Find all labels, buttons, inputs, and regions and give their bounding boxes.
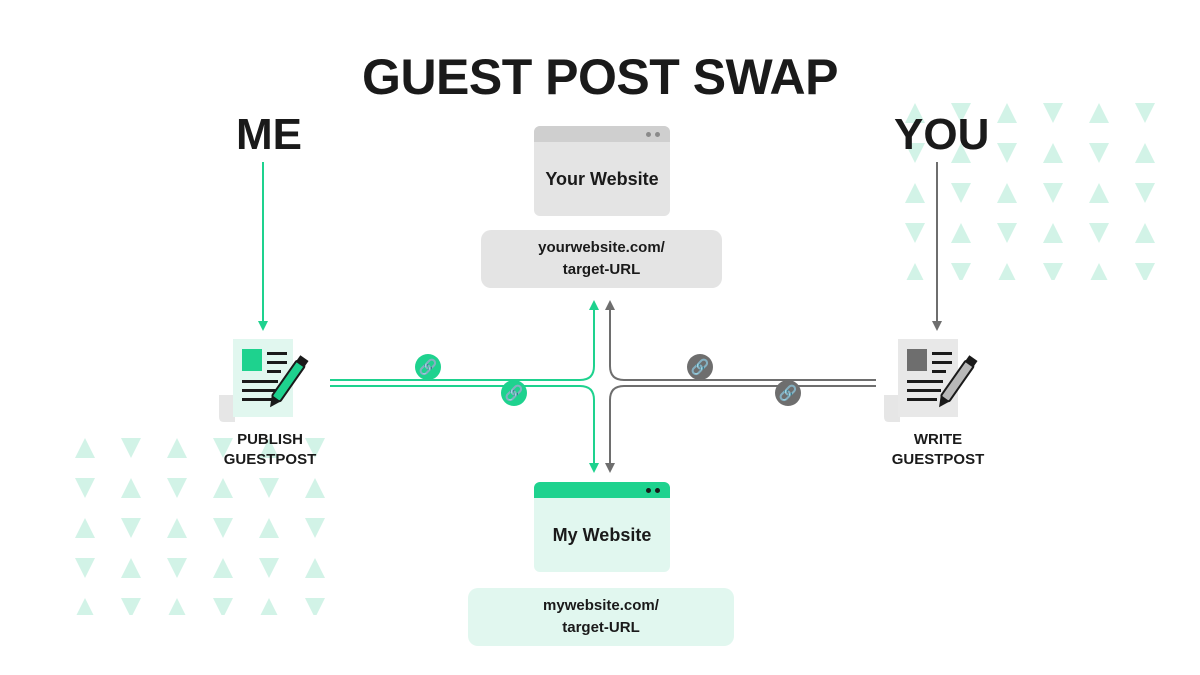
triangle-decoration: [1089, 223, 1109, 243]
triangle-decoration: [997, 143, 1017, 163]
green-line-up: [330, 300, 599, 381]
triangle-decoration: [1089, 143, 1109, 163]
publish-guestpost-caption: PUBLISH GUESTPOST: [205, 430, 335, 470]
browser-bar: [534, 126, 670, 142]
publish-caption-line1: PUBLISH: [237, 431, 303, 448]
you-label: YOU: [894, 110, 990, 159]
triangle-decoration: [905, 103, 925, 123]
triangle-decoration: [75, 438, 95, 458]
triangle-decoration: [1135, 223, 1155, 243]
triangle-decoration: [1089, 103, 1109, 123]
triangle-decoration: [121, 558, 141, 578]
triangle-decoration: [1043, 143, 1063, 163]
triangle-decoration: [951, 183, 971, 203]
triangle-decoration: [167, 518, 187, 538]
triangle-decoration: [121, 518, 141, 538]
triangle-decoration: [1090, 263, 1108, 280]
triangle-decoration: [213, 518, 233, 538]
window-dot-icon: [646, 488, 651, 493]
triangle-decoration: [305, 478, 325, 498]
triangle-decoration: [259, 438, 279, 458]
triangle-decoration: [1135, 103, 1155, 123]
triangle-decoration: [305, 558, 325, 578]
triangle-decoration: [168, 598, 186, 615]
triangle-decoration: [1043, 103, 1063, 123]
triangle-decoration: [906, 263, 924, 280]
window-dot-icon: [655, 132, 660, 137]
document-pen-icon: [219, 339, 309, 422]
triangle-decoration: [213, 558, 233, 578]
my-target-url: mywebsite.com/ target-URL: [468, 588, 734, 646]
triangle-pattern-left: [75, 438, 325, 615]
triangle-decoration: [951, 223, 971, 243]
your-website-label: Your Website: [545, 168, 659, 189]
my-website-label: My Website: [552, 524, 652, 545]
triangle-decoration: [213, 478, 233, 498]
triangle-decoration: [905, 143, 925, 163]
link-icon: 🔗: [687, 354, 713, 380]
link-icon: 🔗: [415, 354, 441, 380]
triangle-decoration: [997, 223, 1017, 243]
triangle-decoration: [121, 478, 141, 498]
triangle-decoration: [260, 598, 278, 615]
triangle-decoration: [259, 478, 279, 498]
triangle-decoration: [259, 518, 279, 538]
triangle-decoration: [75, 478, 95, 498]
triangle-decoration: [997, 103, 1017, 123]
triangle-decoration: [1043, 263, 1063, 280]
your-target-url: yourwebsite.com/ target-URL: [481, 230, 722, 288]
write-guestpost-caption: WRITE GUESTPOST: [868, 430, 1008, 470]
grey-line-up: [605, 300, 876, 381]
your-url-line2: target-URL: [562, 261, 641, 278]
grey-line-down: [605, 385, 876, 473]
triangle-decoration: [167, 438, 187, 458]
triangle-decoration: [75, 518, 95, 538]
triangle-decoration: [75, 558, 95, 578]
triangle-decoration: [213, 438, 233, 458]
triangle-decoration: [998, 263, 1016, 280]
write-caption-line2: GUESTPOST: [891, 451, 985, 468]
your-website-card: Your Website: [534, 126, 670, 216]
triangle-decoration: [1135, 143, 1155, 163]
my-url-line1: mywebsite.com/: [543, 597, 659, 614]
triangle-decoration: [305, 598, 325, 615]
document-pen-icon: [884, 339, 978, 422]
window-dot-icon: [655, 488, 660, 493]
triangle-decoration: [905, 223, 925, 243]
triangle-decoration: [951, 103, 971, 123]
triangle-decoration: [76, 598, 94, 615]
triangle-decoration: [167, 478, 187, 498]
triangle-decoration: [997, 183, 1017, 203]
publish-caption-line2: GUESTPOST: [223, 451, 317, 468]
triangle-decoration: [1135, 263, 1155, 280]
me-label: ME: [236, 110, 302, 159]
green-line-down: [330, 385, 599, 473]
triangle-decoration: [951, 143, 971, 163]
diagram-title: GUEST POST SWAP: [362, 49, 838, 105]
triangle-decoration: [259, 558, 279, 578]
triangle-decoration: [1043, 183, 1063, 203]
window-dot-icon: [646, 132, 651, 137]
link-icon: 🔗: [501, 380, 527, 406]
my-url-line2: target-URL: [562, 619, 640, 636]
triangle-decoration: [1135, 183, 1155, 203]
triangle-decoration: [1089, 183, 1109, 203]
triangle-pattern-right: [905, 103, 1155, 280]
triangle-decoration: [905, 183, 925, 203]
triangle-decoration: [121, 598, 141, 615]
browser-bar: [534, 482, 670, 498]
triangle-decoration: [167, 558, 187, 578]
triangle-decoration: [1043, 223, 1063, 243]
triangle-decoration: [305, 518, 325, 538]
my-website-card: My Website: [534, 482, 670, 572]
triangle-decoration: [951, 263, 971, 280]
triangle-decoration: [213, 598, 233, 615]
triangle-decoration: [305, 438, 325, 458]
your-url-line1: yourwebsite.com/: [538, 239, 665, 256]
triangle-decoration: [121, 438, 141, 458]
write-caption-line1: WRITE: [913, 431, 963, 448]
link-icon: 🔗: [775, 380, 801, 406]
